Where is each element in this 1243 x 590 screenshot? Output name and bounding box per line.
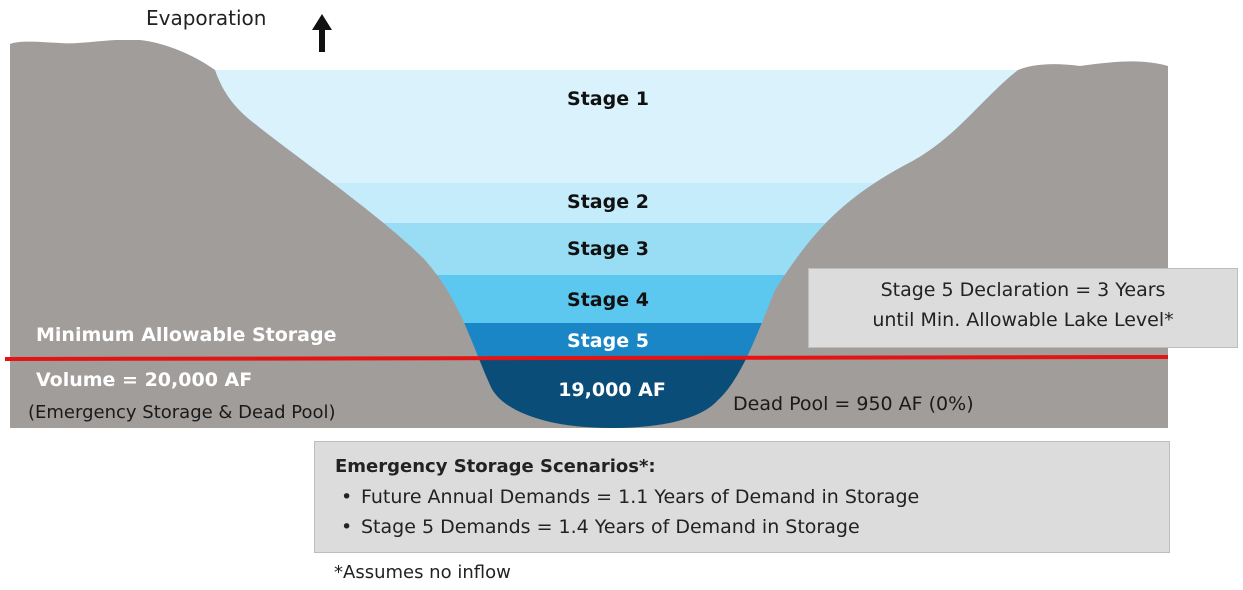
- dead-pool-label: Dead Pool = 950 AF (0%): [733, 393, 974, 415]
- stage-1-band: [215, 70, 1018, 183]
- stage-1-label: Stage 1: [567, 88, 649, 110]
- minimum-storage-line: [4, 355, 1169, 361]
- stage5-declaration-line1: Stage 5 Declaration = 3 Years: [880, 279, 1166, 301]
- scenarios-title: Emergency Storage Scenarios*:: [335, 456, 656, 477]
- scenario-item: • Stage 5 Demands = 1.4 Years of Demand i…: [335, 512, 1149, 542]
- scenarios-box: Emergency Storage Scenarios*: • Future An…: [314, 441, 1170, 553]
- minimum-storage-volume: Volume = 20,000 AF: [36, 369, 252, 391]
- scenario-item-text: Stage 5 Demands = 1.4 Years of Demand in…: [361, 516, 860, 538]
- stage-5-label: Stage 5: [567, 330, 649, 352]
- scenario-item: • Future Annual Demands = 1.1 Years of De…: [335, 482, 1149, 512]
- bullet-icon: •: [341, 486, 353, 508]
- stage5-declaration-line2: until Min. Allowable Lake Level*: [872, 309, 1174, 331]
- up-arrow-icon: [312, 14, 332, 52]
- dead-pool-volume-label: 19,000 AF: [558, 379, 666, 401]
- stage-4-label: Stage 4: [567, 289, 649, 311]
- sky-cutout: [10, 0, 1168, 70]
- minimum-storage-title: Minimum Allowable Storage: [36, 324, 336, 346]
- evaporation-label: Evaporation: [146, 6, 267, 30]
- bullet-icon: •: [341, 516, 353, 538]
- scenario-item-text: Future Annual Demands = 1.1 Years of Dem…: [361, 486, 920, 508]
- footnote: *Assumes no inflow: [334, 562, 511, 583]
- stage-3-label: Stage 3: [567, 238, 649, 260]
- stage5-declaration-box: Stage 5 Declaration = 3 Years until Min.…: [808, 268, 1238, 348]
- stage-2-label: Stage 2: [567, 191, 649, 213]
- minimum-storage-note: (Emergency Storage & Dead Pool): [28, 402, 336, 423]
